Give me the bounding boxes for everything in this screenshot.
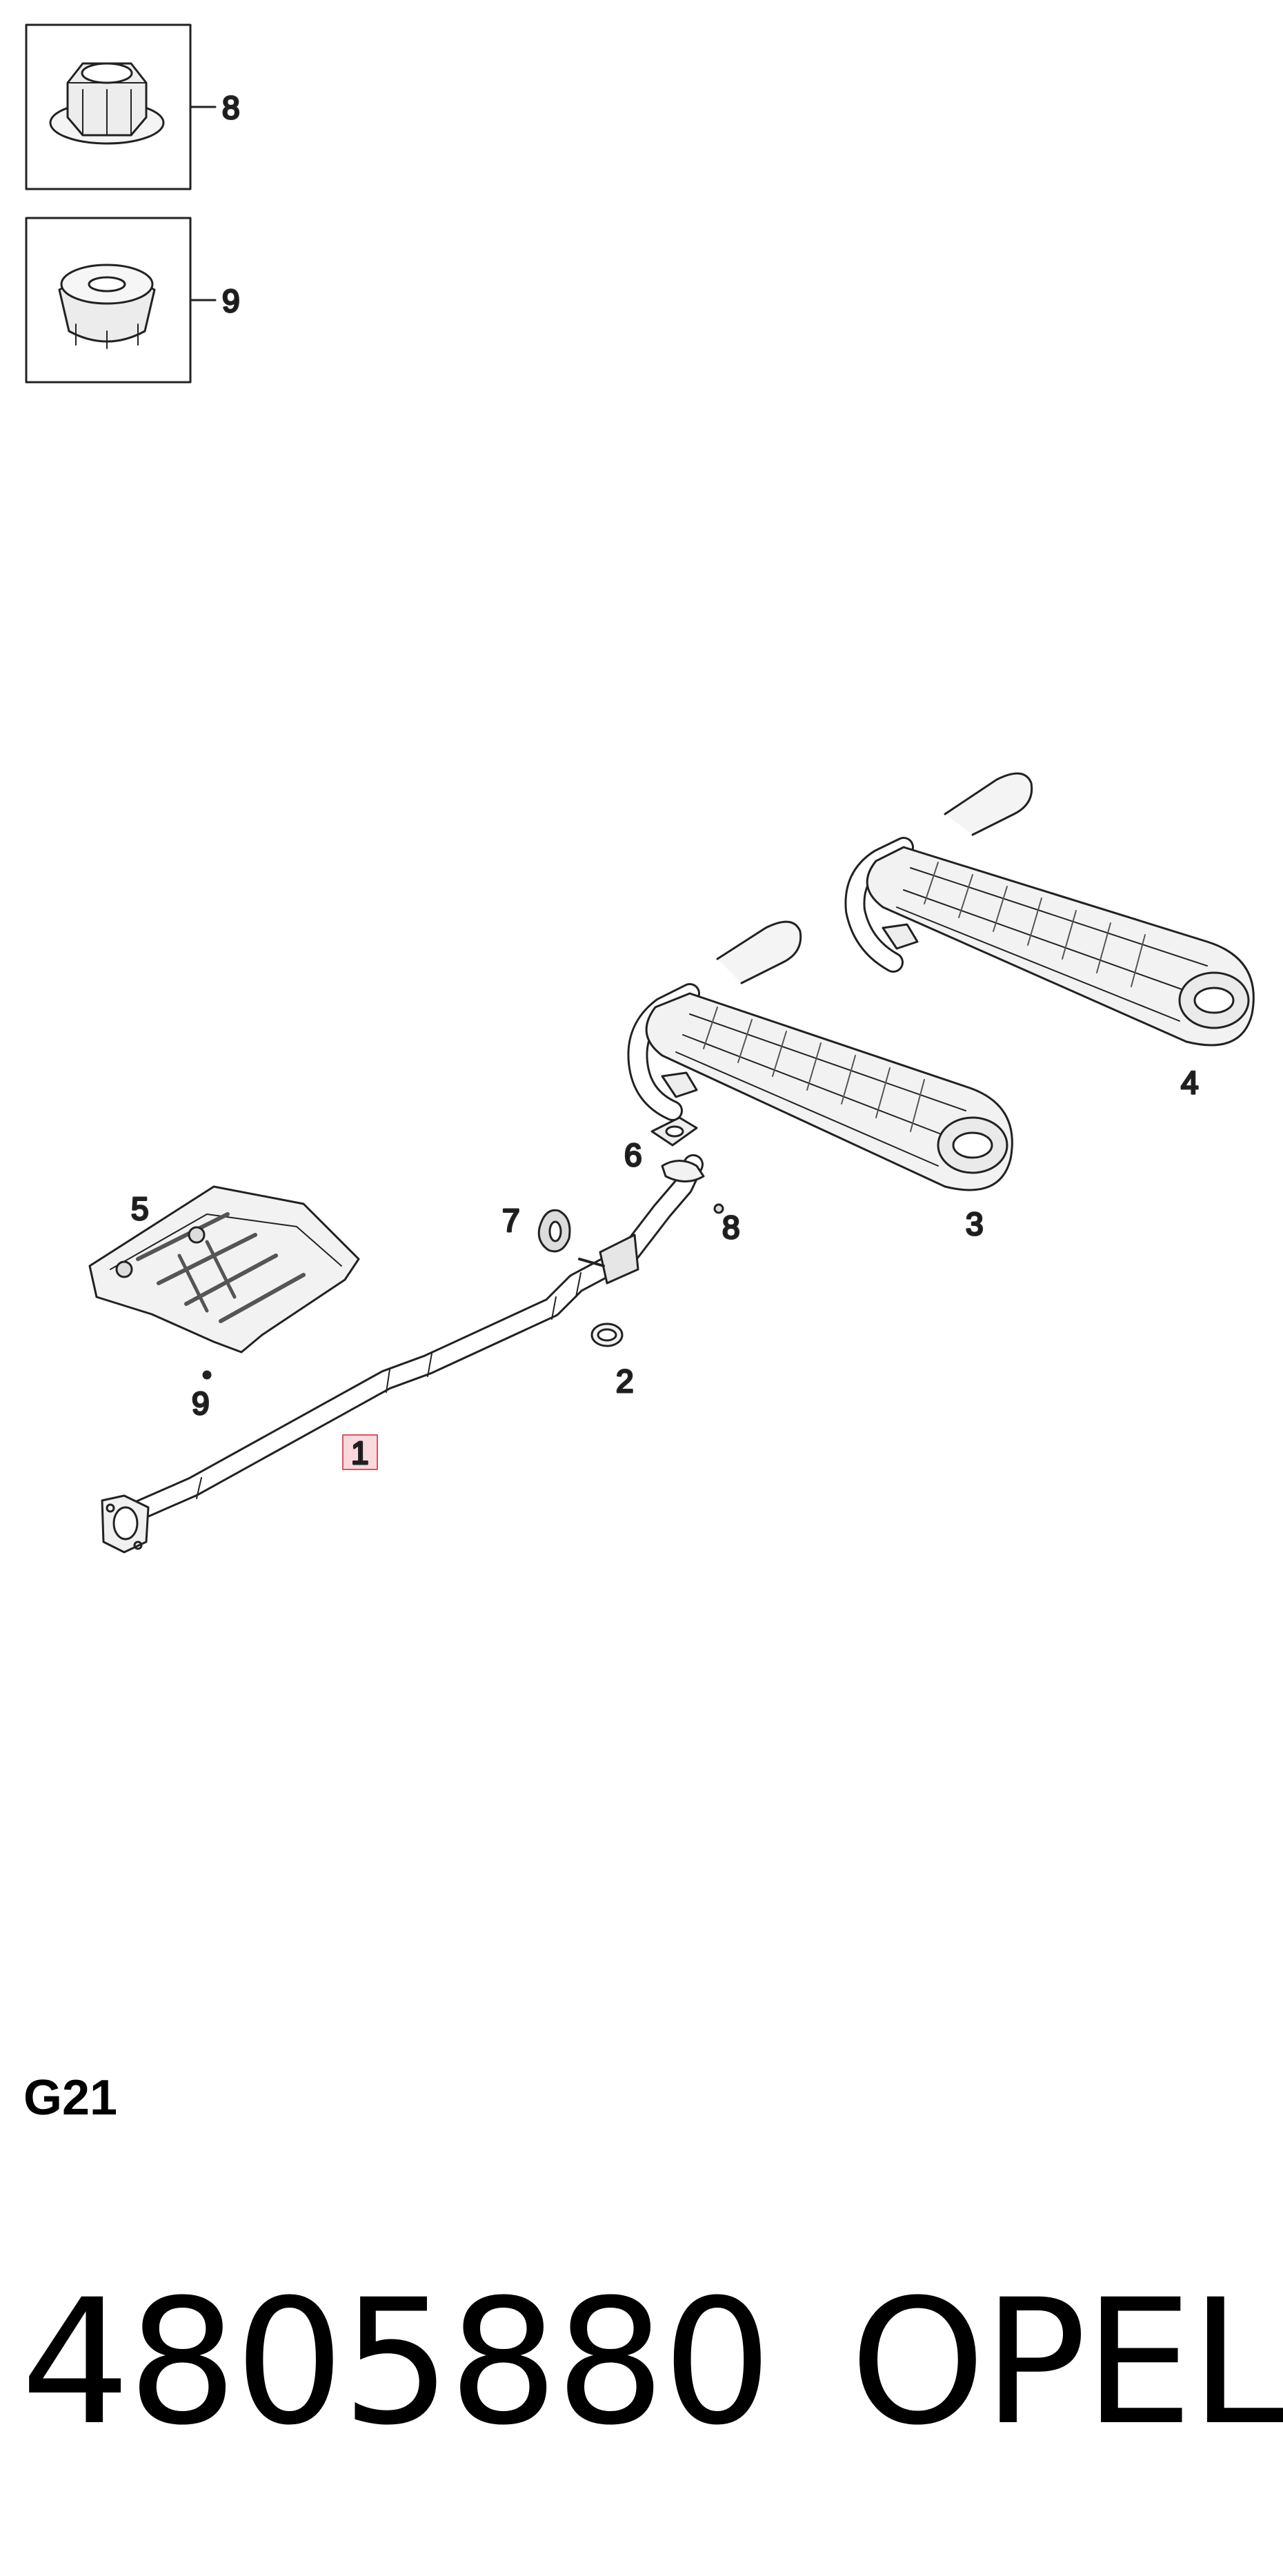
rear-muffler-right: [844, 772, 1255, 1047]
front-pipe: [101, 1154, 704, 1554]
callout-3: 3: [966, 1206, 984, 1242]
callout-2: 2: [616, 1363, 634, 1399]
inset-nut-9: [25, 217, 217, 384]
brand-name: OPEL: [850, 2262, 1283, 2463]
part-number: 4805880: [21, 2262, 772, 2463]
rubber-mount: [537, 1209, 571, 1253]
inset-nut-8: [25, 23, 217, 190]
callout-4: 4: [1181, 1064, 1199, 1100]
heat-shield: [88, 1185, 360, 1380]
inset-callout-8: 8: [222, 90, 240, 126]
inset-callout-9: 9: [222, 283, 240, 319]
gasket: [650, 1116, 724, 1214]
callout-9: 9: [192, 1385, 210, 1421]
clamp: [590, 1322, 624, 1347]
diagram-code: G21: [23, 2070, 118, 2126]
rear-muffler-left: [627, 920, 1013, 1191]
callout-7: 7: [502, 1202, 520, 1238]
callout-1[interactable]: 1: [350, 1434, 370, 1472]
callout-6: 6: [624, 1137, 642, 1173]
callout-1-highlight: [342, 1434, 378, 1470]
callout-8: 8: [722, 1209, 740, 1245]
callout-5: 5: [131, 1191, 149, 1227]
